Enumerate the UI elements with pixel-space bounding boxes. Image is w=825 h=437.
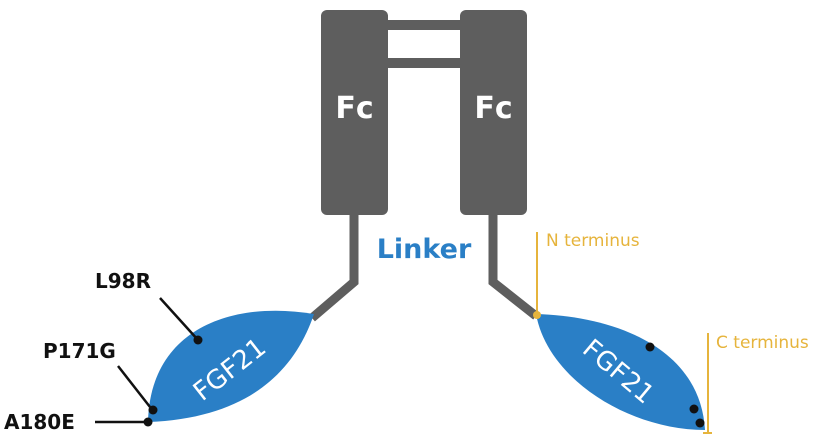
mutation-dot-a180e <box>143 417 153 427</box>
mutation-label-a180e: A180E <box>4 410 75 434</box>
fc-label-right: Fc <box>474 91 512 126</box>
fc-domain-right <box>460 10 527 215</box>
mutation-pointer-p171g <box>117 365 151 408</box>
fgf21-domain-right <box>536 314 705 430</box>
mutation-dot-right-l98r <box>645 342 655 352</box>
n-terminus-dot <box>533 311 541 319</box>
hinge-bar-top <box>386 20 464 30</box>
n-terminus-label: N terminus <box>546 231 640 251</box>
fc-label-left: Fc <box>335 91 373 126</box>
c-terminus-label: C terminus <box>716 333 809 353</box>
mutation-dot-right-a180e <box>695 418 705 428</box>
fgf21-domain-left <box>148 310 314 422</box>
mutation-pointer-l98r <box>159 297 199 341</box>
hinge-bar-bottom <box>386 58 464 68</box>
mutation-dot-right-p171g <box>689 404 699 414</box>
mutation-label-l98r: L98R <box>95 269 151 293</box>
mutation-dot-l98r <box>193 335 203 345</box>
linker-label: Linker <box>377 234 472 265</box>
mutation-label-p171g: P171G <box>43 339 116 363</box>
fc-domain-left <box>321 10 388 215</box>
linker-left <box>309 212 359 322</box>
mutation-dot-p171g <box>148 405 158 415</box>
linker-right <box>488 212 539 320</box>
